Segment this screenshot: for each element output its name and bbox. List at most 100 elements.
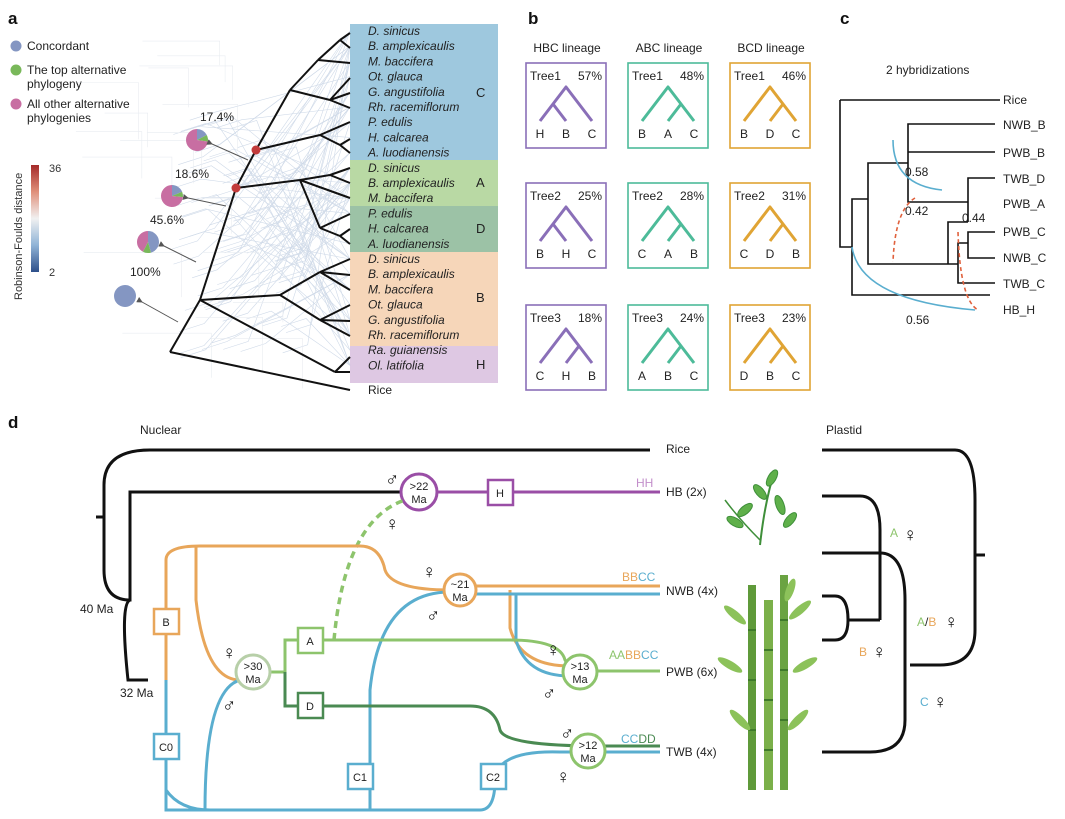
- nuclear-label: Nuclear: [140, 423, 181, 437]
- gene-tree-line: [82, 156, 173, 207]
- gene-tree-line: [177, 197, 351, 206]
- network-tip-label: HB_H: [1003, 303, 1035, 317]
- gene-tree-line: [197, 197, 351, 271]
- network-tips: RiceNWB_BPWB_BTWB_DPWB_APWB_CNWB_CTWB_CH…: [1003, 93, 1047, 317]
- gene-tree-line: [254, 76, 351, 288]
- gene-tree-line: [122, 332, 212, 378]
- time-32ma: 32 Ma: [120, 686, 154, 700]
- pie-slice: [186, 129, 208, 151]
- box-b: [152, 607, 181, 636]
- legend-other-alt-label-2: phylogenies: [27, 111, 91, 125]
- tree-card-frame: [627, 304, 709, 391]
- gene-tree-line: [157, 55, 226, 83]
- tree-name: Tree3: [734, 311, 765, 325]
- tree-name: Tree3: [530, 311, 561, 325]
- tree-tip-label: C: [792, 127, 801, 141]
- species-tree-branch: [319, 304, 351, 321]
- nwb-node-time: ~21: [451, 579, 470, 591]
- box-h-label: H: [496, 488, 504, 500]
- taxon-label: Ot. glauca: [368, 298, 423, 312]
- pie-chart: 100%: [114, 265, 179, 323]
- gene-tree-line: [285, 182, 351, 333]
- tree-card-frame: [729, 182, 811, 269]
- abd-node-time: >30: [244, 661, 263, 673]
- genome-aabbcc: AABBCC: [609, 648, 659, 662]
- species-tree-branch: [329, 99, 351, 109]
- clade-a-band: [350, 160, 498, 206]
- pie-arrow: [158, 241, 197, 263]
- topology-glyph: [640, 85, 696, 122]
- tree-name: Tree2: [632, 189, 663, 203]
- clade-c-band: [350, 24, 498, 160]
- tree-tip-label: B: [536, 247, 544, 261]
- gene-tree-line: [201, 273, 351, 350]
- male-symbol-twb: ♂: [560, 724, 574, 745]
- network-tip-label: NWB_B: [1003, 118, 1046, 132]
- gene-tree-line: [216, 106, 351, 128]
- clade-a-label: A: [476, 175, 485, 190]
- gamma-0-56: 0.56: [906, 313, 930, 327]
- species-tree-branch: [319, 319, 351, 337]
- pie-slice: [197, 129, 207, 140]
- gene-tree-line: [246, 310, 351, 366]
- topology-glyph: [640, 205, 696, 242]
- tree-card-frame: [525, 304, 607, 391]
- gene-tree-line: [231, 120, 351, 366]
- tree-tip-label: A: [638, 369, 646, 383]
- tree-tip-label: D: [766, 127, 775, 141]
- pie-label: 100%: [130, 265, 161, 279]
- clade-b-band: [350, 252, 498, 346]
- male-symbol-pwb: ♂: [542, 684, 556, 705]
- gene-tree-line: [241, 206, 351, 336]
- female-symbol-hb: ♀: [385, 514, 399, 535]
- lineage-title: HBC lineage: [533, 41, 601, 55]
- species-tree-branch: [299, 174, 331, 181]
- gene-tree-line: [222, 198, 351, 322]
- pie-label: 18.6%: [175, 167, 209, 181]
- gene-tree-line: [232, 302, 284, 323]
- tree-tip-label: A: [664, 247, 672, 261]
- legend-top-alt-label-2: phylogeny: [27, 77, 82, 91]
- nwb-node-unit: Ma: [452, 592, 468, 604]
- gene-tree-line: [176, 178, 351, 199]
- species-tree-branch: [319, 271, 351, 291]
- legend-top-alt-label-1: The top alternative: [27, 63, 127, 77]
- female-symbol-twb: ♀: [556, 767, 570, 788]
- tree-name: Tree3: [632, 311, 663, 325]
- gene-tree-line: [266, 210, 351, 351]
- panel-b-label: b: [528, 9, 538, 28]
- male-symbol-hb: ♂: [385, 470, 399, 491]
- tree-percent: 31%: [782, 189, 806, 203]
- ad-lineages: [270, 638, 660, 748]
- taxon-label: M. baccifera: [368, 191, 434, 205]
- gene-tree-line: [186, 165, 351, 260]
- box-d: [296, 691, 325, 720]
- pie-slice: [172, 191, 183, 198]
- gene-tree-line: [271, 146, 351, 320]
- box-c0: [152, 732, 181, 761]
- gene-tree-line: [209, 148, 351, 214]
- topology-glyph: [742, 205, 798, 242]
- gene-tree-line: [215, 182, 351, 250]
- species-tree-branch: [339, 138, 351, 146]
- pie-chart: 18.6%: [160, 167, 227, 208]
- clade-d-band: [350, 206, 498, 252]
- herbaceous-bamboo-illustration: [724, 469, 798, 546]
- pie-slice: [142, 242, 151, 253]
- network-tip-label: Rice: [1003, 93, 1027, 107]
- pie-slice: [172, 185, 183, 196]
- gene-tree-line: [195, 45, 351, 153]
- taxon-label: G. angustifolia: [368, 85, 445, 99]
- gene-tree-line: [240, 273, 351, 352]
- taxon-label: Ol. latifolia: [368, 358, 424, 372]
- box-a-label: A: [306, 636, 314, 648]
- tree-card-frame: [525, 182, 607, 269]
- gene-tree-line: [190, 159, 351, 260]
- gene-tree-line: [249, 148, 351, 366]
- gene-tree-line: [189, 46, 351, 237]
- pie-slice: [114, 285, 136, 307]
